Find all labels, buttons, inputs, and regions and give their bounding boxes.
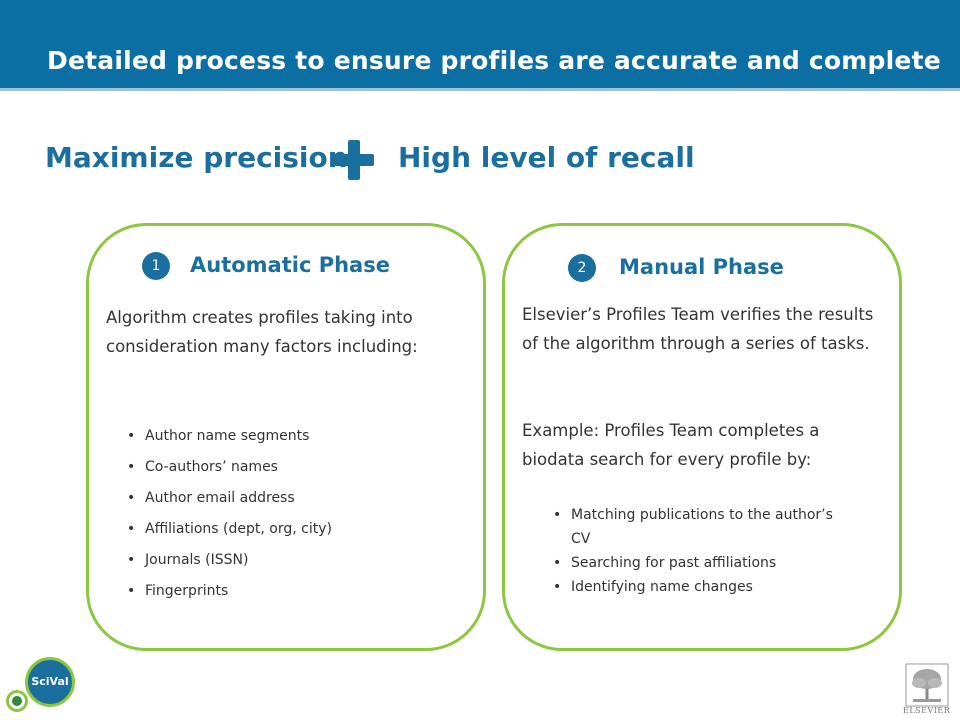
list-item: Author email address [127,483,457,514]
headline-precision: Maximize precision [45,141,348,174]
list-item: Identifying name changes [553,575,843,599]
phase-number-badge: 2 [568,254,596,282]
scival-logo: SciVal [25,657,75,707]
headline-recall: High level of recall [398,141,695,174]
automatic-phase-description: Algorithm creates profiles taking into c… [106,308,418,356]
elsevier-wordmark: ELSEVIER [903,706,951,715]
list-item: Author name segments [127,421,457,452]
list-item: Fingerprints [127,576,457,607]
list-item: Journals (ISSN) [127,545,457,576]
manual-phase-example: Example: Profiles Team completes a bioda… [522,421,820,469]
plus-icon [334,140,374,180]
elsevier-tree-icon [905,663,949,707]
slide-header: Detailed process to ensure profiles are … [0,0,960,91]
manual-phase-title: Manual Phase [619,255,784,279]
manual-phase-description: Elsevier’s Profiles Team verifies the re… [522,305,874,353]
automatic-phase-title: Automatic Phase [190,253,390,277]
phase-number-badge: 1 [142,252,170,280]
manual-phase-tasks-list: Matching publications to the author’s CV… [553,503,843,599]
slide-title: Detailed process to ensure profiles are … [47,46,941,75]
list-item: Matching publications to the author’s CV [553,503,843,551]
automatic-phase-factors-list: Author name segments Co-authors’ names A… [127,421,457,607]
decorative-ring-icon [6,690,28,712]
list-item: Searching for past affiliations [553,551,843,575]
list-item: Affiliations (dept, org, city) [127,514,457,545]
list-item: Co-authors’ names [127,452,457,483]
